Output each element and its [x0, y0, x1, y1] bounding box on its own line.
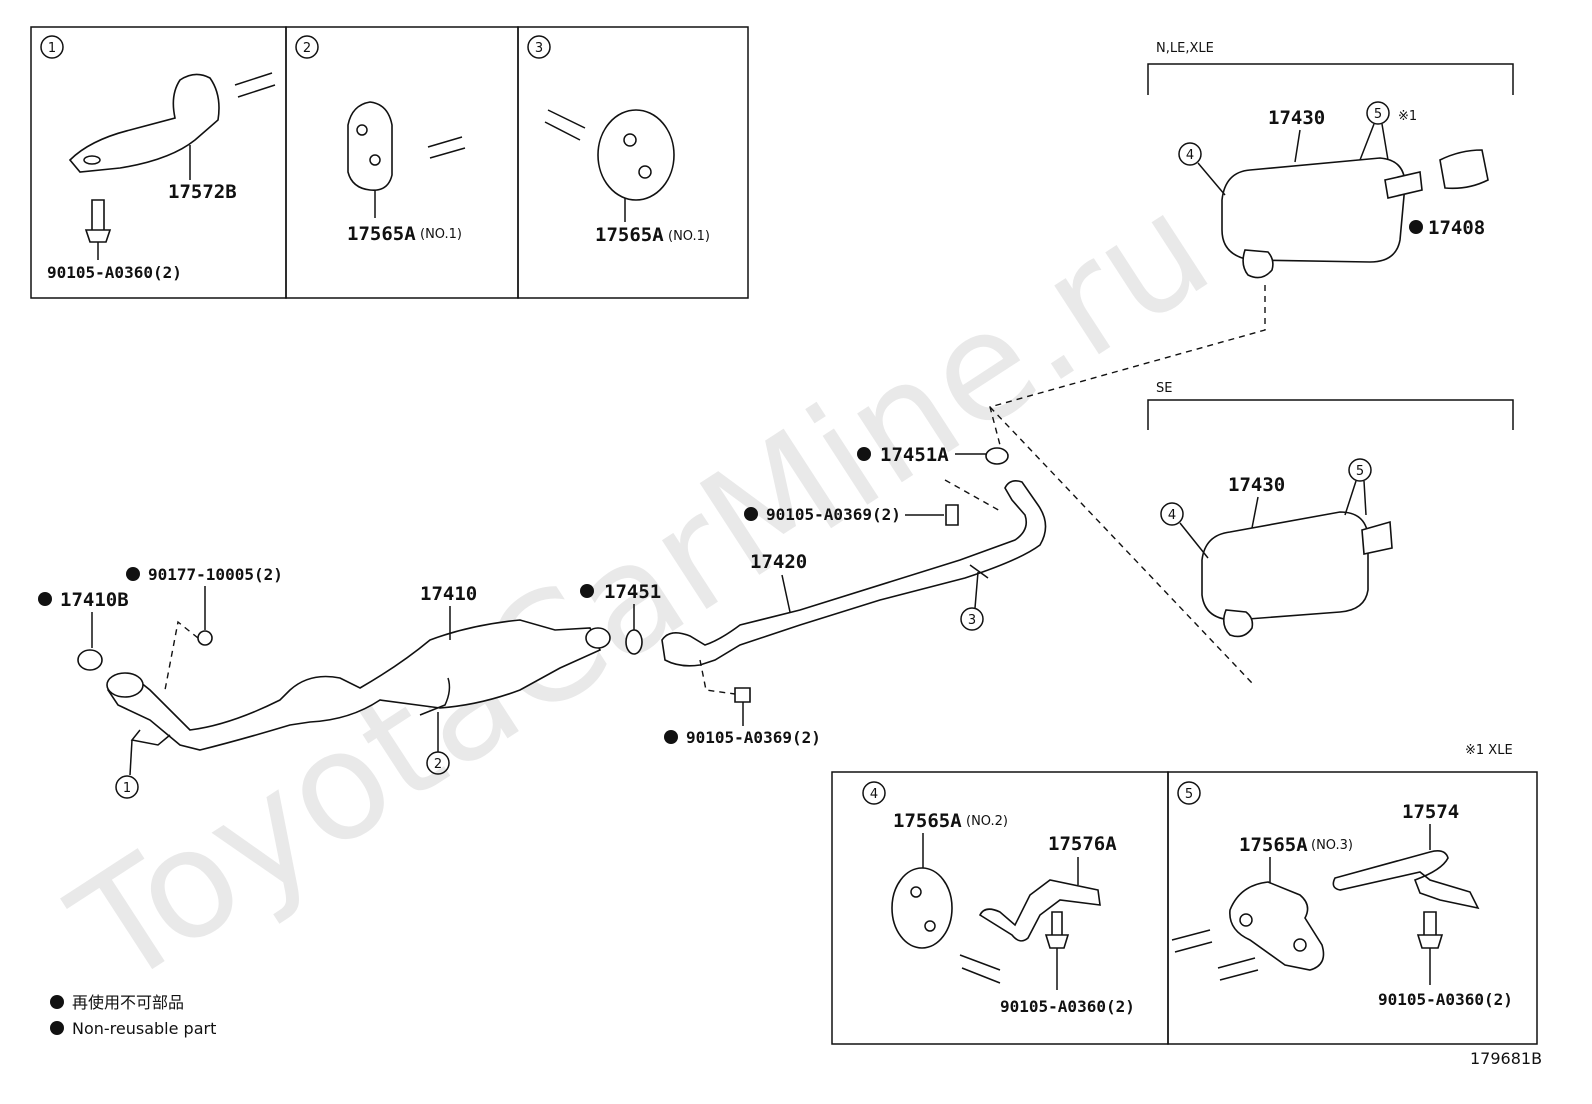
callout-4-lower: 4: [1168, 508, 1176, 523]
rubber-hanger-icon: [891, 867, 953, 949]
box-3-spec: (NO.1): [668, 229, 710, 244]
rubber-hanger-no3-icon: [1229, 881, 1325, 971]
box-5-bolt-number: 90105-A0360(2): [1378, 990, 1513, 1009]
variant-upper-tail-number: 17408: [1428, 217, 1485, 239]
box-4-spec: (NO.2): [966, 814, 1008, 829]
detail-box-4: 4 17565A (NO.2) 17576A 90105-A0360(2): [831, 771, 1169, 1045]
box-3-number: 3: [535, 41, 543, 56]
tail-pipe-finisher-17408: [1439, 149, 1489, 190]
variant-upper-label: N,LE,XLE: [1156, 41, 1214, 56]
callout-2-main: 2: [434, 757, 442, 772]
label-17410: 17410: [420, 583, 477, 605]
gasket-17451: [625, 629, 643, 655]
hanger-bracket-shape: [978, 879, 1101, 942]
detail-box-5: 5 17565A (NO.3) 17574 90105-A0360(2): [1167, 771, 1538, 1045]
catalytic-converter-17410: [107, 619, 602, 751]
legend-line-en: Non-reusable part: [72, 1019, 216, 1038]
pipe-hanger-17574: [1332, 850, 1480, 910]
legend-line-jp: 再使用不可部品: [72, 993, 184, 1012]
label-90105-lower: 90105-A0369(2): [686, 728, 821, 747]
muffler-shape-lower: [1201, 511, 1369, 621]
callout-5-lower: 5: [1356, 464, 1364, 479]
label-90105-upper: 90105-A0369(2): [766, 505, 901, 524]
non-reusable-dot: [38, 592, 52, 606]
variant-lower-label: SE: [1156, 381, 1172, 396]
detail-box-1: 1 17572B 90105-A0360(2): [30, 26, 287, 299]
label-17451: 17451: [604, 581, 661, 603]
main-exhaust-assembly: 17410B 90177-10005(2) 17410 2 1 17451 17…: [38, 444, 1047, 799]
bolt-icon: [84, 199, 112, 243]
box-5-pipe-number: 17574: [1402, 801, 1459, 823]
variant-upper-note-mark: ※1: [1398, 109, 1417, 124]
variant-se: SE 4 17430 5: [1147, 381, 1514, 638]
hanger-bracket-shape: [68, 73, 220, 173]
converter-inlet-flange: [106, 672, 144, 698]
box-2-number: 2: [303, 41, 311, 56]
non-reusable-dot: [664, 730, 678, 744]
non-reusable-dot: [580, 584, 594, 598]
figure-code: 179681B: [1470, 1049, 1542, 1068]
box-4-bolt-number: 90105-A0360(2): [1000, 997, 1135, 1016]
bolt-icon: [1044, 911, 1070, 949]
box-2-spec: (NO.1): [420, 227, 462, 242]
rubber-hanger-icon: [597, 109, 675, 201]
callout-1-main: 1: [123, 781, 131, 796]
box-5-number: 5: [1185, 787, 1193, 802]
label-17410B: 17410B: [60, 589, 129, 611]
non-reusable-dot: [50, 995, 64, 1009]
bolt-icon: [1416, 911, 1444, 949]
box-5-part-number: 17565A: [1239, 834, 1308, 856]
bolt-icon: [945, 504, 959, 526]
box-4-part-number: 17565A: [893, 810, 962, 832]
bolt-icon: [734, 687, 751, 703]
box-2-part-number: 17565A: [347, 223, 416, 245]
non-reusable-dot: [126, 567, 140, 581]
xle-note: ※1 XLE: [1465, 743, 1513, 758]
label-17451A: 17451A: [880, 444, 949, 466]
muffler-shape-upper: [1221, 157, 1406, 263]
muffler-inlet-upper: [1242, 249, 1274, 279]
box-5-spec: (NO.3): [1311, 838, 1353, 853]
nut-icon: [197, 630, 213, 646]
rubber-hanger-icon: [347, 101, 393, 192]
non-reusable-dot: [50, 1021, 64, 1035]
gasket-17410B: [77, 649, 103, 671]
converter-outlet-flange: [585, 627, 611, 649]
box-1-bolt-number: 90105-A0360(2): [47, 263, 182, 282]
variant-lower-muffler-number: 17430: [1228, 474, 1285, 496]
non-reusable-dot: [857, 447, 871, 461]
gasket-17451A: [985, 447, 1009, 465]
callout-3-main: 3: [968, 613, 976, 628]
box-3-part-number: 17565A: [595, 224, 664, 246]
box-4-bracket-number: 17576A: [1048, 833, 1117, 855]
tail-pipe-upper: [1384, 171, 1423, 199]
variant-n-le-xle: N,LE,XLE 4 17430 5 ※1 17408: [1147, 41, 1514, 279]
box-1-part-number: 17572B: [168, 181, 237, 203]
box-1-number: 1: [48, 41, 56, 56]
detail-box-2: 2 17565A (NO.1): [285, 26, 519, 299]
tail-pipe-lower: [1361, 520, 1393, 555]
variant-upper-muffler-number: 17430: [1268, 107, 1325, 129]
callout-5-upper: 5: [1374, 107, 1382, 122]
label-17420: 17420: [750, 551, 807, 573]
box-4-number: 4: [870, 787, 878, 802]
label-90177: 90177-10005(2): [148, 565, 283, 584]
muffler-inlet-lower: [1222, 609, 1254, 638]
callout-4-upper: 4: [1186, 148, 1194, 163]
detail-box-3: 3 17565A (NO.1): [517, 26, 749, 299]
legend: 再使用不可部品 Non-reusable part: [50, 993, 216, 1038]
non-reusable-dot: [1409, 220, 1423, 234]
center-pipe-17420: [661, 480, 1047, 667]
non-reusable-dot: [744, 507, 758, 521]
